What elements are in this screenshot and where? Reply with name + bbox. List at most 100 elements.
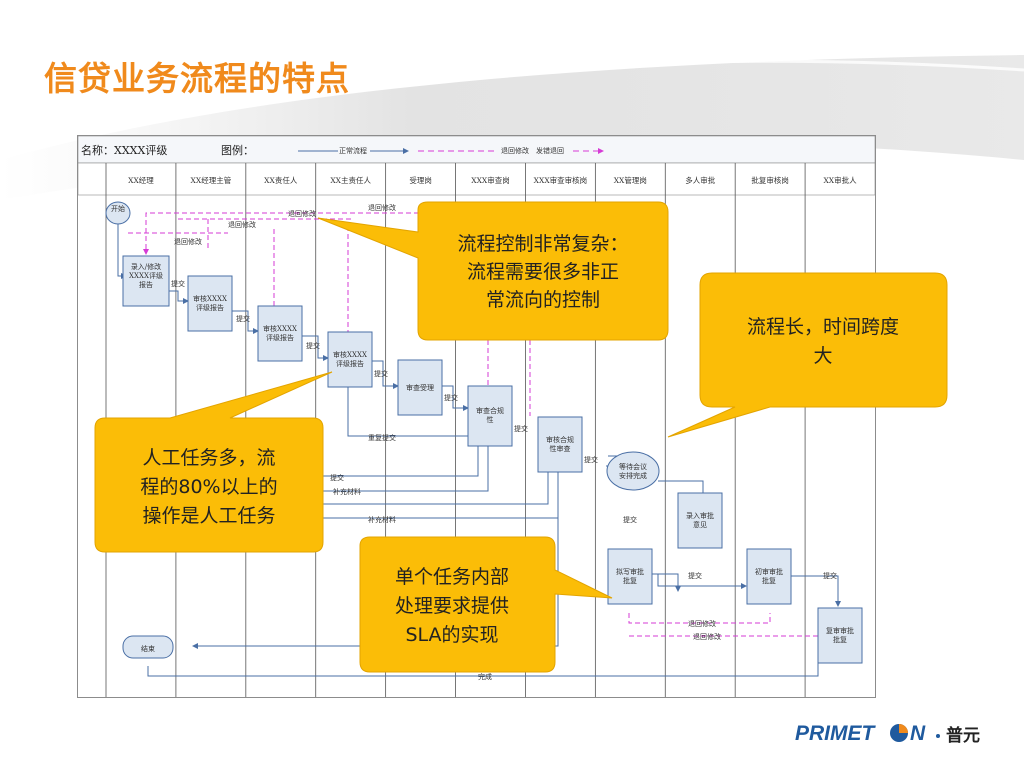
svg-text:批复: 批复 [762,576,776,585]
start-node [105,201,131,225]
svg-text:提交: 提交 [444,393,458,402]
node-review-2 [257,305,303,362]
legend-label: 图例： [221,143,254,157]
svg-text:提交: 提交 [514,424,528,433]
svg-text:提交: 提交 [623,515,637,524]
svg-text:批复: 批复 [623,576,637,585]
svg-text:操作是人工任务: 操作是人工任务 [142,505,275,527]
svg-text:补充材料: 补充材料 [333,487,361,496]
node-first-approval [746,548,792,605]
svg-text:等待会议: 等待会议 [619,462,647,471]
svg-text:审核XXXX: 审核XXXX [193,294,227,303]
node-compliance-review [537,416,583,473]
slide-title: 信贷业务流程的特点 [44,59,350,98]
svg-text:退回修改: 退回修改 [693,632,721,641]
svg-text:退回修改: 退回修改 [228,220,256,229]
svg-text:退回修改: 退回修改 [288,209,316,218]
svg-text:审核合规: 审核合规 [546,435,574,444]
node-enter-opinion [677,492,723,549]
legend-error-return: 发错退回 [536,146,564,155]
svg-text:XXXX评级: XXXX评级 [129,271,163,280]
svg-text:普元: 普元 [946,725,980,746]
svg-text:PRIMET: PRIMET [795,722,877,745]
lane-header: 批复审核岗 [751,175,789,185]
svg-text:流程长，时间跨度: 流程长，时间跨度 [747,316,899,338]
normal-flows [117,221,841,677]
svg-text:提交: 提交 [330,473,344,482]
svg-text:审核XXXX: 审核XXXX [333,350,367,359]
svg-text:提交: 提交 [236,314,250,323]
primeton-logo: PRIMET N 普元 [795,722,980,746]
lane-header: XX管理岗 [614,175,647,185]
svg-text:录入/修改: 录入/修改 [131,262,161,271]
legend-return: 退回修改 [501,146,529,155]
svg-text:复审审批: 复审审批 [826,626,854,635]
svg-text:提交: 提交 [374,369,388,378]
svg-text:SLA的实现: SLA的实现 [405,624,498,646]
node-enter-report [122,255,170,307]
node-draft-reply [607,548,653,605]
svg-text:退回修改: 退回修改 [368,203,396,212]
svg-text:流程需要很多非正: 流程需要很多非正 [467,261,619,283]
lane-header: 受理岗 [409,175,432,185]
callout-sla: 单个任务内部 处理要求提供 SLA的实现 [359,536,613,673]
svg-text:审核XXXX: 审核XXXX [263,324,297,333]
svg-text:审查受理: 审查受理 [406,383,434,392]
callout-long-process: 流程长，时间跨度 大 [667,272,948,438]
lane-headers: XX经理 XX经理主管 XX责任人 XX主责任人 受理岗 XXX审查岗 XXX审查审核岗 XX… [128,175,857,185]
node-review-3 [327,331,373,388]
node-wait-meeting [606,451,660,491]
lane-header: 多人审批 [685,175,715,185]
svg-text:性审查: 性审查 [550,444,571,453]
lane-header: XX经理主管 [191,175,232,185]
svg-text:程的80%以上的: 程的80%以上的 [140,476,277,498]
diagram-name: 名称：XXXX评级 [81,143,167,157]
lane-header: XX责任人 [264,175,298,185]
svg-text:评级报告: 评级报告 [196,303,224,312]
svg-text:拟写审批: 拟写审批 [616,567,644,576]
svg-text:退回修改: 退回修改 [174,237,202,246]
svg-text:报告: 报告 [139,280,153,289]
end-node [122,635,174,659]
svg-text:流程控制非常复杂：: 流程控制非常复杂： [457,233,628,255]
svg-text:大: 大 [813,345,832,367]
lane-header: XX经理 [128,175,154,185]
node-review-1 [187,275,233,332]
svg-text:录入审批: 录入审批 [686,511,714,520]
svg-text:补充材料: 补充材料 [368,515,396,524]
svg-text:评级报告: 评级报告 [266,333,294,342]
callout-complex-control: 流程控制非常复杂： 流程需要很多非正 常流向的控制 [317,201,669,341]
svg-text:审查合规: 审查合规 [476,406,504,415]
svg-text:批复: 批复 [833,635,847,644]
node-accept [397,359,443,416]
svg-text:处理要求提供: 处理要求提供 [395,595,509,617]
svg-text:性: 性 [487,415,494,424]
svg-text:重复提交: 重复提交 [368,433,396,442]
lane-header: XXX审查审核岗 [534,175,588,185]
svg-text:提交: 提交 [171,279,185,288]
svg-text:人工任务多，流: 人工任务多，流 [142,447,275,469]
lane-header: XX审批人 [823,175,857,185]
svg-text:退回修改: 退回修改 [688,619,716,628]
start-label: 开始 [111,204,125,213]
lane-header: XXX审查岗 [471,175,510,185]
svg-text:初审审批: 初审审批 [755,567,783,576]
svg-text:完成: 完成 [478,672,492,681]
node-second-approval [817,607,863,664]
node-compliance [467,385,513,447]
svg-text:提交: 提交 [306,341,320,350]
svg-text:提交: 提交 [688,571,702,580]
lane-header: XX主责任人 [330,175,371,185]
svg-text:单个任务内部: 单个任务内部 [395,566,509,588]
svg-text:意见: 意见 [693,520,707,529]
svg-text:常流向的控制: 常流向的控制 [486,289,600,311]
svg-text:安排完成: 安排完成 [619,471,647,480]
svg-text:提交: 提交 [584,455,598,464]
callout-manual-tasks: 人工任务多，流 程的80%以上的 操作是人工任务 [94,371,333,553]
end-label: 结束 [141,644,155,653]
svg-text:提交: 提交 [823,571,837,580]
svg-text:N: N [910,722,926,745]
svg-text:评级报告: 评级报告 [336,359,364,368]
